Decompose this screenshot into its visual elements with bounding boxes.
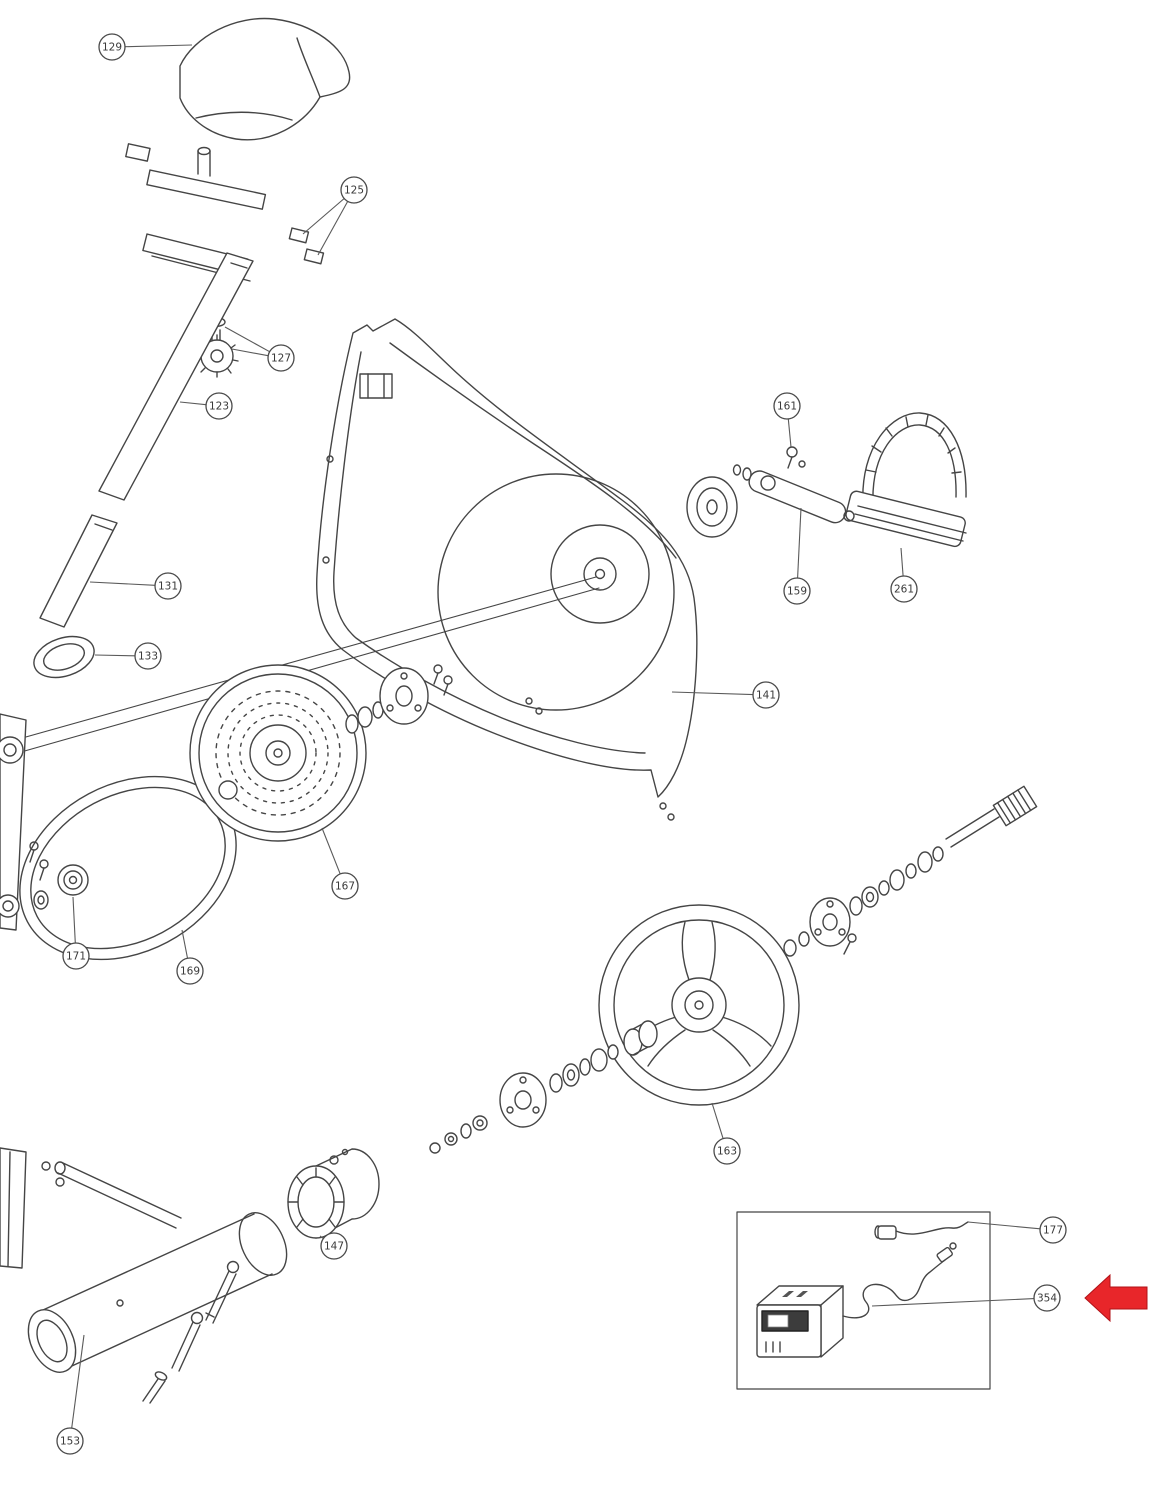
part-callout-163: 163 <box>711 1102 741 1165</box>
part-callout-153: 153 <box>56 1334 85 1455</box>
svg-text:127: 127 <box>271 353 291 365</box>
part-callout-177: 177 <box>967 1216 1067 1244</box>
part-callout-141: 141 <box>671 681 780 709</box>
svg-text:141: 141 <box>756 690 776 702</box>
part-ring <box>33 635 95 679</box>
part-callout-171: 171 <box>62 896 90 970</box>
part-axle-assembly <box>429 785 1038 1154</box>
part-callout-167: 167 <box>321 827 359 900</box>
part-axle-cap <box>686 476 738 538</box>
callout-layer: 129 125 127 123 131 133 161 159 261 141 167 171 169 1… <box>56 33 1067 1455</box>
svg-text:123: 123 <box>209 401 229 413</box>
part-seat <box>179 17 351 141</box>
svg-text:167: 167 <box>335 881 355 893</box>
svg-text:131: 131 <box>158 581 178 593</box>
part-flywheel <box>189 664 453 842</box>
svg-text:177: 177 <box>1043 1225 1063 1237</box>
part-bolt <box>786 446 806 469</box>
part-callout-147: 147 <box>319 1232 348 1260</box>
part-power-cord <box>874 1221 969 1240</box>
svg-text:133: 133 <box>138 651 158 663</box>
svg-text:159: 159 <box>787 586 807 598</box>
part-pedal <box>845 412 967 548</box>
svg-text:169: 169 <box>180 966 200 978</box>
svg-text:129: 129 <box>102 42 122 54</box>
part-end-cap <box>287 1148 380 1239</box>
part-left-frame <box>0 713 49 931</box>
svg-text:163: 163 <box>717 1146 737 1158</box>
part-crank-arm <box>732 464 855 524</box>
svg-text:161: 161 <box>777 401 797 413</box>
part-callout-169: 169 <box>176 929 204 985</box>
part-callout-354: 354 <box>871 1284 1061 1312</box>
highlight-arrow-icon <box>1084 1273 1148 1323</box>
svg-text:147: 147 <box>324 1241 344 1253</box>
part-pulley-wheel <box>598 904 800 1106</box>
part-callout-129: 129 <box>98 33 193 61</box>
part-callout-125: 125 <box>302 176 368 256</box>
part-stabilizer <box>0 1147 288 1404</box>
part-power-adapter <box>756 1242 957 1358</box>
part-main-cover <box>316 318 698 821</box>
svg-text:153: 153 <box>60 1436 80 1448</box>
part-callout-127: 127 <box>224 326 295 372</box>
part-callout-123: 123 <box>179 392 233 420</box>
part-bearing <box>33 864 89 910</box>
svg-text:171: 171 <box>66 951 86 963</box>
part-callout-261: 261 <box>890 547 918 603</box>
svg-text:125: 125 <box>344 185 364 197</box>
part-lower-post <box>39 514 118 628</box>
svg-text:261: 261 <box>894 584 914 596</box>
part-callout-133: 133 <box>94 642 162 670</box>
part-seat-post <box>98 252 254 501</box>
part-clips <box>288 227 325 265</box>
adapter-cable <box>842 1259 946 1319</box>
svg-text:354: 354 <box>1037 1293 1057 1305</box>
part-callout-161: 161 <box>773 392 801 448</box>
part-callout-159: 159 <box>783 507 811 605</box>
part-callout-131: 131 <box>89 572 182 600</box>
